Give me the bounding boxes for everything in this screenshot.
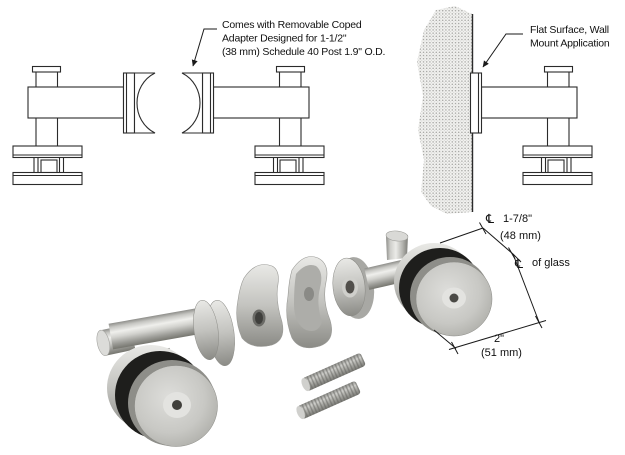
dimension-ticks: [451, 222, 543, 355]
leader-arrow-coped-note: [191, 28, 217, 67]
arm-cylinder: [108, 306, 212, 350]
coped-note-line-2: Adapter Designed for 1-1/2": [222, 33, 347, 45]
hex-socket-right: [449, 293, 459, 303]
dimension-labels: ℄ 1-7/8" (48 mm) ℄ of glass 2" (51 mm): [481, 212, 570, 359]
glass-clamp-disc-left: [107, 345, 218, 447]
wall-note-line-2: Mount Application: [530, 38, 610, 50]
dim-post-to-glass-metric: (48 mm): [500, 230, 541, 242]
post-mount-flange-front: [193, 299, 219, 361]
threaded-stud-1: [301, 353, 366, 392]
coped-adapter-left: [133, 72, 156, 134]
wall-hatch: [417, 6, 474, 214]
leader-arrow-wall-note: [482, 33, 523, 68]
coped-adapter-note: Comes with Removable Coped Adapter Desig…: [222, 19, 385, 58]
coped-note-line-3: (38 mm) Schedule 40 Post 1.9" O.D.: [222, 46, 385, 58]
coped-note-line-1: Comes with Removable Coped: [222, 19, 362, 31]
hex-socket: [172, 400, 182, 410]
glass-clamp-disc-right: [394, 243, 493, 337]
fitting-drawing-right: [201, 65, 325, 186]
fitting-drawing-wall-mounted: [469, 65, 593, 186]
coped-washer-concave: [286, 256, 332, 349]
dim-of-glass-label: of glass: [532, 257, 570, 269]
dim-post-to-glass-imperial: 1-7/8": [503, 213, 532, 225]
centerline-symbol-1: ℄: [485, 212, 494, 226]
dimension-lines: [433, 222, 547, 355]
threaded-stud-2: [296, 381, 361, 420]
dim-clamp-width-metric: (51 mm): [481, 347, 522, 359]
product-photo-left-fitting: [96, 299, 235, 447]
dim-clamp-width-imperial: 2": [494, 333, 504, 345]
fitting-drawing-left: [12, 65, 136, 186]
coped-washer-convex: [236, 264, 284, 347]
washer-hole-2: [304, 287, 314, 301]
wall-mount-note: Flat Surface, Wall Mount Application: [530, 24, 610, 50]
post-top-stub-right: [385, 230, 409, 260]
flange-hole: [345, 280, 355, 294]
centerline-symbol-2: ℄: [514, 257, 523, 271]
coped-adapter-right: [181, 72, 204, 134]
wall-note-line-1: Flat Surface, Wall: [530, 24, 609, 36]
washer-hole-center: [255, 312, 263, 324]
product-photo-right-fitting: [332, 230, 493, 337]
